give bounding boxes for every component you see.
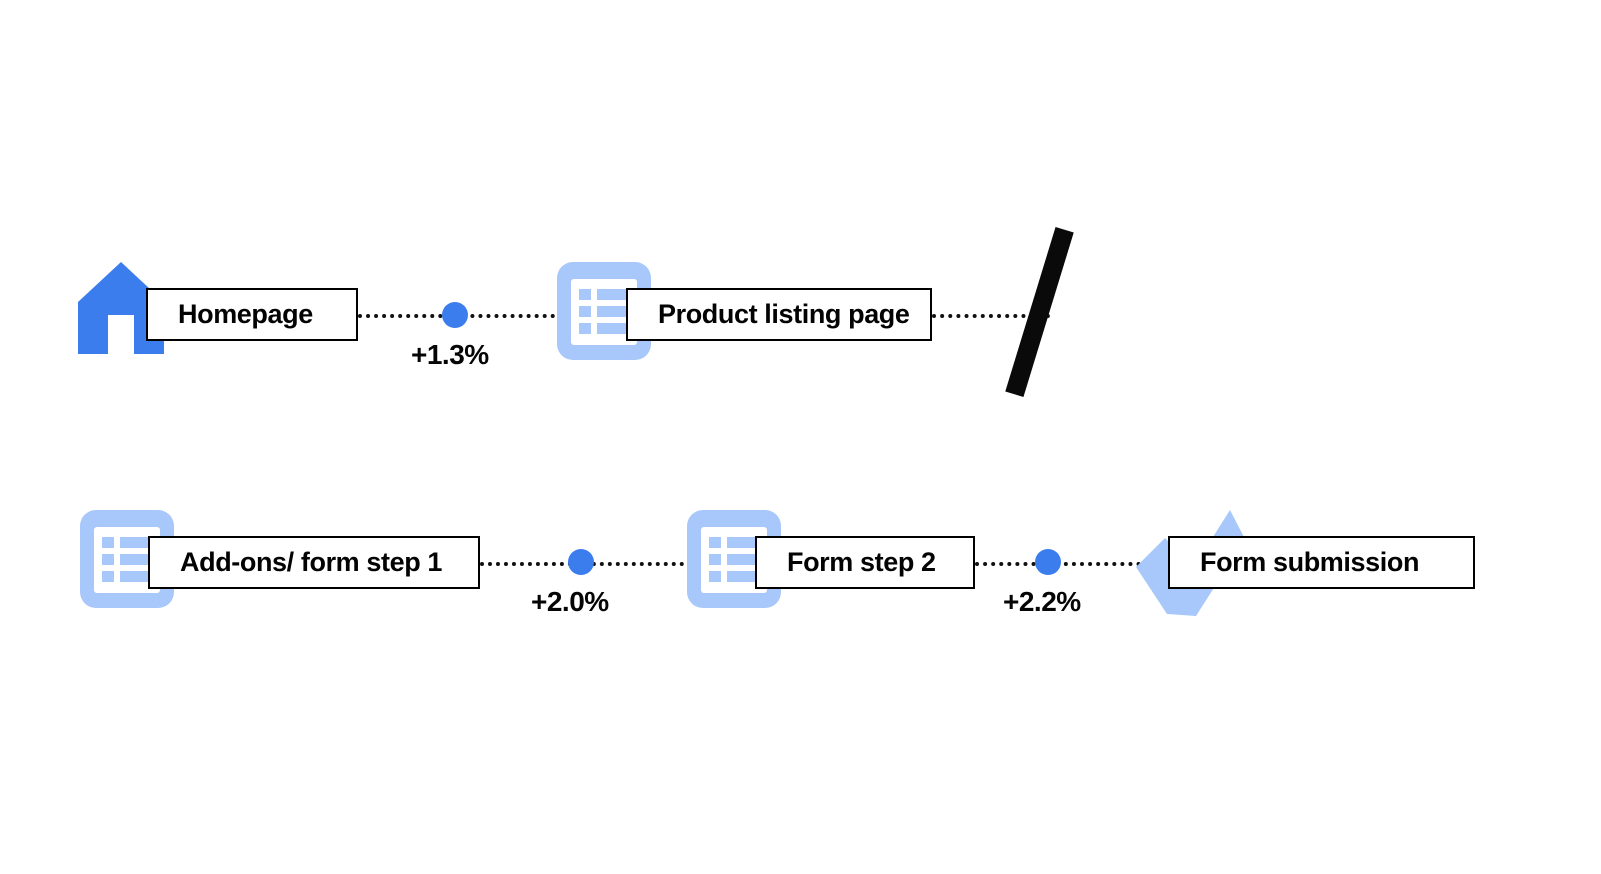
connector-plp-to-break <box>932 314 1050 318</box>
house-icon <box>78 262 164 354</box>
metric-dot <box>442 302 468 328</box>
flow-break-slash-icon <box>1005 226 1074 398</box>
step-label-form-submission: Form submission <box>1200 547 1420 577</box>
step-node-homepage[interactable]: Homepage <box>146 288 358 341</box>
metric-dot <box>568 549 594 575</box>
step-label-form-step-2: Form step 2 <box>787 547 936 577</box>
step-node-product-listing-page[interactable]: Product listing page <box>626 288 932 341</box>
metric-value-3: +2.2% <box>1003 586 1081 617</box>
metric-value-1: +1.3% <box>411 339 489 370</box>
metric-value-2: +2.0% <box>531 586 609 617</box>
list-document-icon <box>687 510 781 608</box>
step-label-homepage: Homepage <box>178 299 313 329</box>
step-label-product-listing-page: Product listing page <box>658 299 910 329</box>
connector-step2-to-submission <box>975 562 1165 566</box>
step-label-add-ons-form-step-1: Add-ons/ form step 1 <box>180 547 443 577</box>
step-node-form-step-2[interactable]: Form step 2 <box>755 536 975 589</box>
step-node-form-submission[interactable]: Form submission <box>1168 536 1475 589</box>
step-node-add-ons-form-step-1[interactable]: Add-ons/ form step 1 <box>148 536 480 589</box>
metric-dot <box>1035 549 1061 575</box>
